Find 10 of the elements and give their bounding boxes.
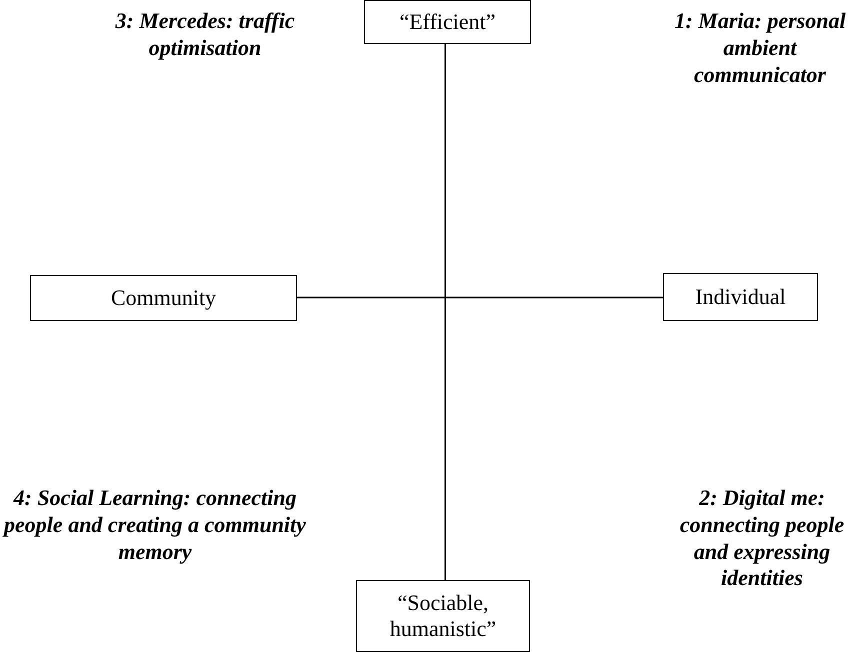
axis-label-box: “Sociable, humanistic” bbox=[356, 580, 530, 652]
axis-label-box: Community bbox=[30, 275, 297, 321]
axis-line bbox=[297, 296, 663, 298]
axis-label-box: Individual bbox=[663, 273, 818, 321]
axis-label-box: “Efficient” bbox=[364, 0, 531, 44]
quadrant-label: 1: Maria: personal ambient communicator bbox=[673, 8, 847, 88]
axis-line bbox=[444, 44, 446, 580]
quadrant-label: 2: Digital me: connecting people and expressing identities bbox=[678, 485, 846, 592]
quadrant-label: 4: Social Learning: connecting people and creating a community memory bbox=[2, 485, 307, 566]
quadrant-label: 3: Mercedes: traffic optimisation bbox=[114, 8, 296, 62]
